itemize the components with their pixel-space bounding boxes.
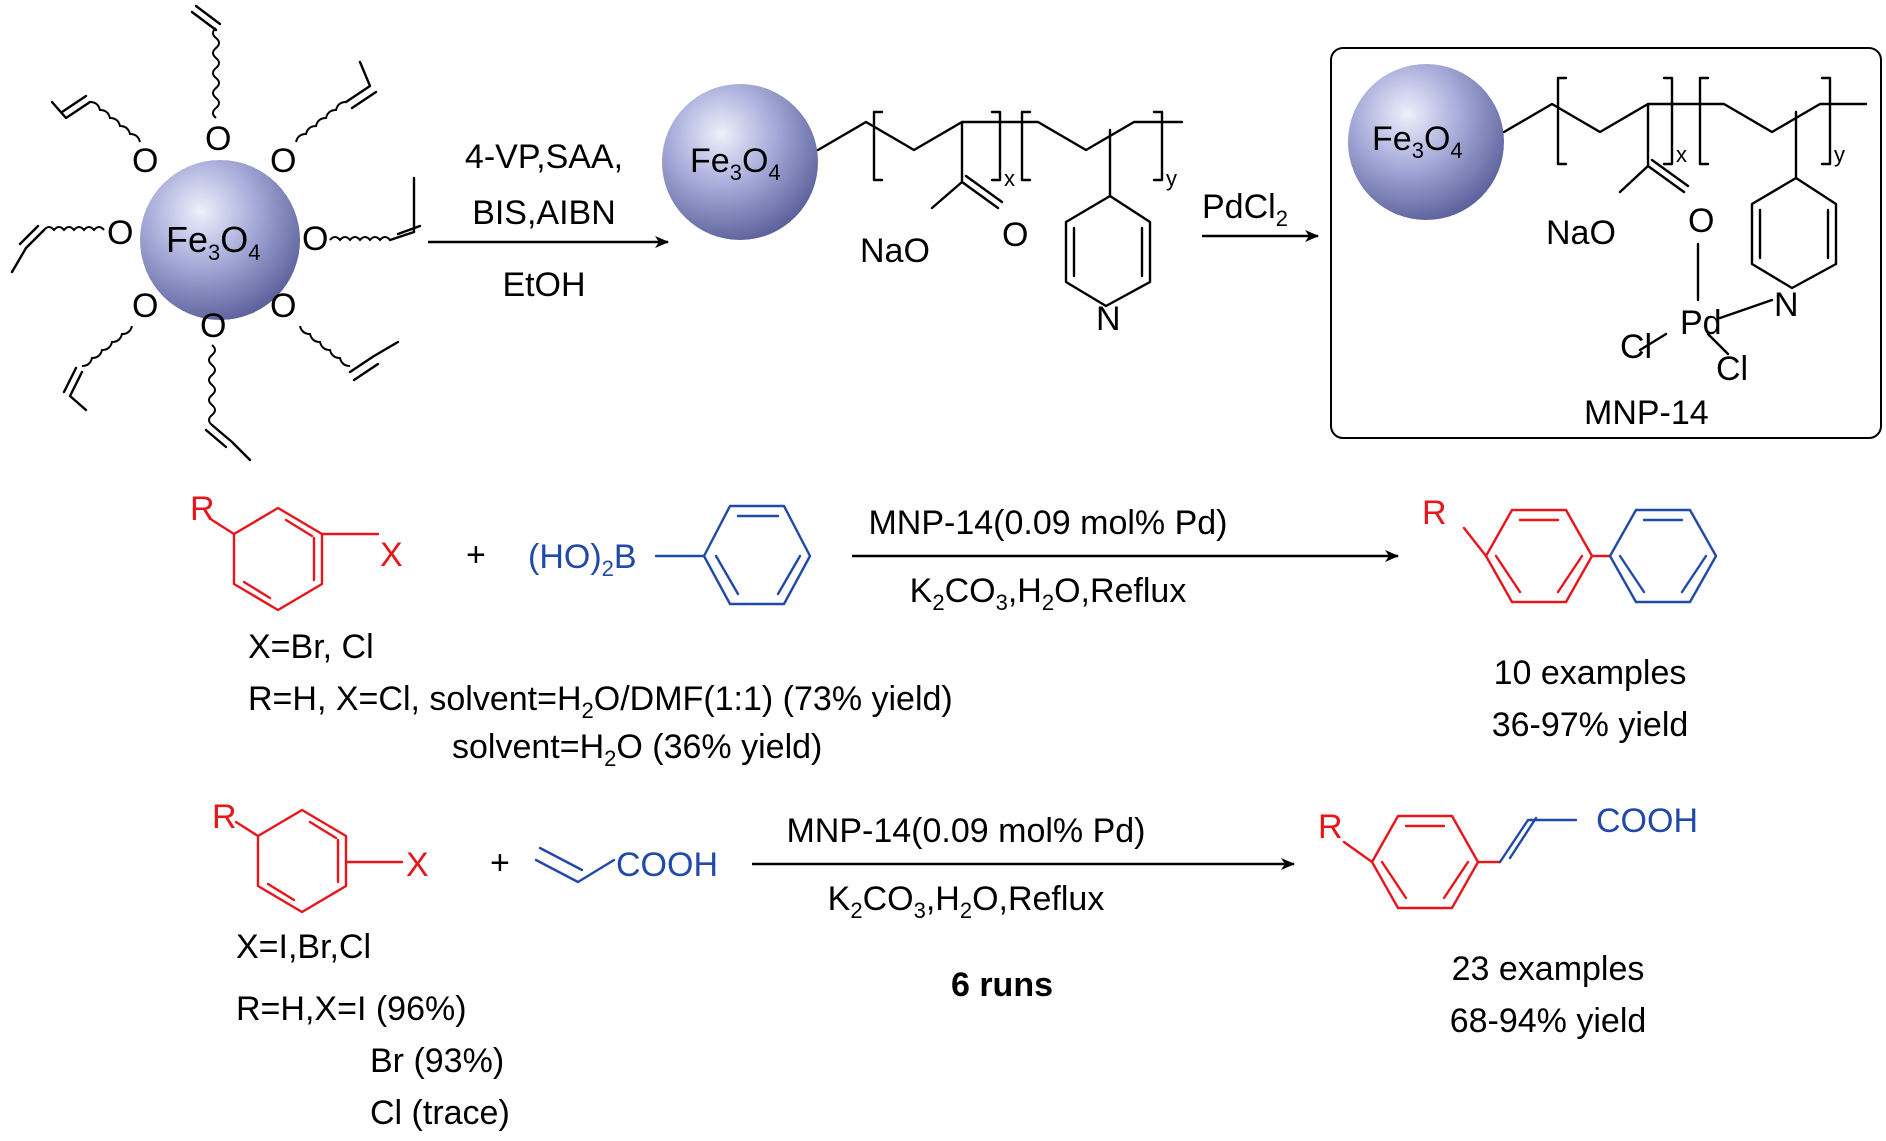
catalyst-name: MNP-14: [1584, 394, 1709, 432]
biphenyl-ring-red: [1484, 508, 1594, 604]
heck-note-halides: X=I,Br,Cl: [236, 928, 371, 966]
chloride-left: Cl: [1620, 328, 1652, 366]
heck-reaction: R X + COOH MNP-14(0.09 mol% Pd) K2CO3,H2…: [212, 798, 1698, 1132]
carbonyl-oxygen-1: O: [1002, 216, 1028, 254]
fe3o4-core-sphere: [140, 160, 300, 320]
polymer-backbone-2: [1502, 102, 1868, 134]
step1-reagent-line2: BIS,AIBN: [472, 194, 616, 232]
vinyl-functionalized-nanoparticle: Fe3O4 O O O O O O O O: [10, 4, 422, 462]
pyridine-nitrogen-1: N: [1096, 300, 1121, 338]
fe3o4-label-3: Fe3O4: [1372, 120, 1463, 163]
palladium-center: Pd: [1680, 304, 1722, 342]
suzuki-result-count: 10 examples: [1494, 654, 1687, 692]
heck-conditions-top: MNP-14(0.09 mol% Pd): [786, 812, 1145, 850]
pyridine-ring-2: [1750, 110, 1838, 290]
linker-bottom: [208, 344, 216, 426]
halogen-x-2: X: [406, 846, 429, 884]
aryl-halide-bonds-2: [234, 820, 404, 864]
copolymer-coated-nanoparticle: Fe3O4 x y NaO O N: [662, 84, 1184, 338]
fe3o4-sphere-3: [1348, 64, 1504, 220]
sodium-carboxylate-1: NaO: [860, 232, 930, 270]
step1-reagent-line1: 4-VP,SAA,: [465, 138, 623, 176]
sodium-carboxylate-2: NaO: [1546, 214, 1616, 252]
phenylboronic-ring: [654, 504, 812, 606]
vinyl-groups: [10, 4, 422, 462]
surface-oxygen-lower-right: O: [270, 287, 296, 325]
boronic-acid-label: (HO)2B: [528, 538, 637, 581]
fe3o4-sphere-2: [662, 84, 818, 240]
linker-top: [212, 27, 220, 119]
plus-sign-2: +: [490, 844, 510, 882]
step2-arrow-group: PdCl2: [1202, 188, 1319, 242]
acrylic-acid-skeleton: [534, 846, 616, 884]
step1-solvent: EtOH: [502, 266, 585, 304]
subscript-x-2: x: [1676, 142, 1687, 167]
suzuki-note-water: solvent=H2O (36% yield): [452, 728, 822, 771]
pyridine-ring-1: [1064, 128, 1152, 308]
aryl-halide-ring-1: [232, 506, 324, 612]
fe3o4-core-label: Fe3O4: [166, 219, 261, 265]
substituent-r-product-2: R: [1318, 808, 1343, 846]
bracket-y-2: [1698, 76, 1832, 166]
coordination-bonds: [1638, 242, 1774, 356]
substituent-r-product-1: R: [1422, 494, 1447, 532]
carbonyl-oxygen-2: O: [1688, 202, 1714, 240]
biphenyl-ring-blue: [1608, 508, 1718, 604]
subscript-x: x: [1004, 166, 1015, 191]
plus-sign-1: +: [466, 536, 486, 574]
bracket-x: [872, 110, 1002, 182]
cinnamic-ring-link: [1342, 840, 1502, 864]
chloride-right: Cl: [1716, 350, 1748, 388]
heck-result-yield: 68-94% yield: [1450, 1002, 1647, 1040]
surface-oxygen-upper-right: O: [270, 142, 296, 180]
suzuki-result-yield: 36-97% yield: [1492, 706, 1689, 744]
linker-upper-right: [295, 101, 347, 143]
catalyst-frame: [1330, 47, 1882, 439]
linker-right: [329, 236, 391, 242]
heck-note-chloride: Cl (trace): [370, 1094, 510, 1132]
carboxylate-arm-2: [1618, 102, 1690, 194]
biphenyl-link-red: [1462, 526, 1612, 558]
surface-oxygen-upper-left: O: [132, 142, 158, 180]
carboxylate-arm-1: [930, 120, 1004, 210]
cinnamic-cooh-label: COOH: [1596, 802, 1698, 840]
linker-upper-left: [89, 101, 141, 143]
step2-reagent: PdCl2: [1202, 188, 1288, 231]
suzuki-conditions-top: MNP-14(0.09 mol% Pd): [868, 504, 1227, 542]
substituent-r-1: R: [190, 490, 215, 528]
suzuki-note-halides: X=Br, Cl: [248, 628, 374, 666]
heck-result-count: 23 examples: [1452, 950, 1645, 988]
surface-oxygen-top: O: [205, 120, 231, 158]
cinnamic-ring: [1370, 814, 1480, 910]
step1-arrow-group: 4-VP,SAA, BIS,AIBN EtOH: [428, 138, 669, 304]
linker-lower-right: [299, 325, 351, 367]
surface-oxygen-left: O: [107, 214, 133, 252]
aryl-halide-bonds-1: [210, 518, 380, 536]
heck-conditions-bottom: K2CO3,H2O,Reflux: [828, 880, 1105, 923]
substituent-r-2: R: [212, 798, 237, 836]
heck-note-iodide: R=H,X=I (96%): [236, 990, 467, 1028]
bracket-y: [1020, 110, 1164, 182]
fe3o4-label-2: Fe3O4: [690, 142, 781, 185]
subscript-y-2: y: [1834, 142, 1845, 167]
suzuki-note-dmf: R=H, X=Cl, solvent=H2O/DMF(1:1) (73% yie…: [248, 680, 953, 723]
acrylic-acid-label: COOH: [616, 846, 718, 884]
suzuki-conditions-bottom: K2CO3,H2O,Reflux: [910, 572, 1187, 615]
surface-oxygen-lower-left: O: [132, 287, 158, 325]
bracket-x-2: [1556, 76, 1674, 166]
linker-left: [43, 226, 105, 232]
pyridine-nitrogen-2: N: [1774, 286, 1799, 324]
catalyst-mnp14-box: Fe3O4 x y NaO O N Pd Cl Cl MNP-14: [1330, 47, 1882, 439]
recycle-runs: 6 runs: [951, 966, 1053, 1004]
cinnamic-chain: [1498, 816, 1578, 864]
aryl-halide-ring-2: [256, 808, 348, 914]
suzuki-reaction: R X + (HO)2B MNP-14(0.09 mol% Pd) K2CO3,…: [190, 490, 1718, 771]
heck-note-bromide: Br (93%): [370, 1042, 504, 1080]
surface-oxygen-bottom: O: [200, 307, 226, 345]
surface-oxygen-right: O: [302, 220, 328, 258]
subscript-y: y: [1166, 166, 1177, 191]
linker-lower-left: [81, 325, 133, 367]
halogen-x-1: X: [380, 536, 403, 574]
